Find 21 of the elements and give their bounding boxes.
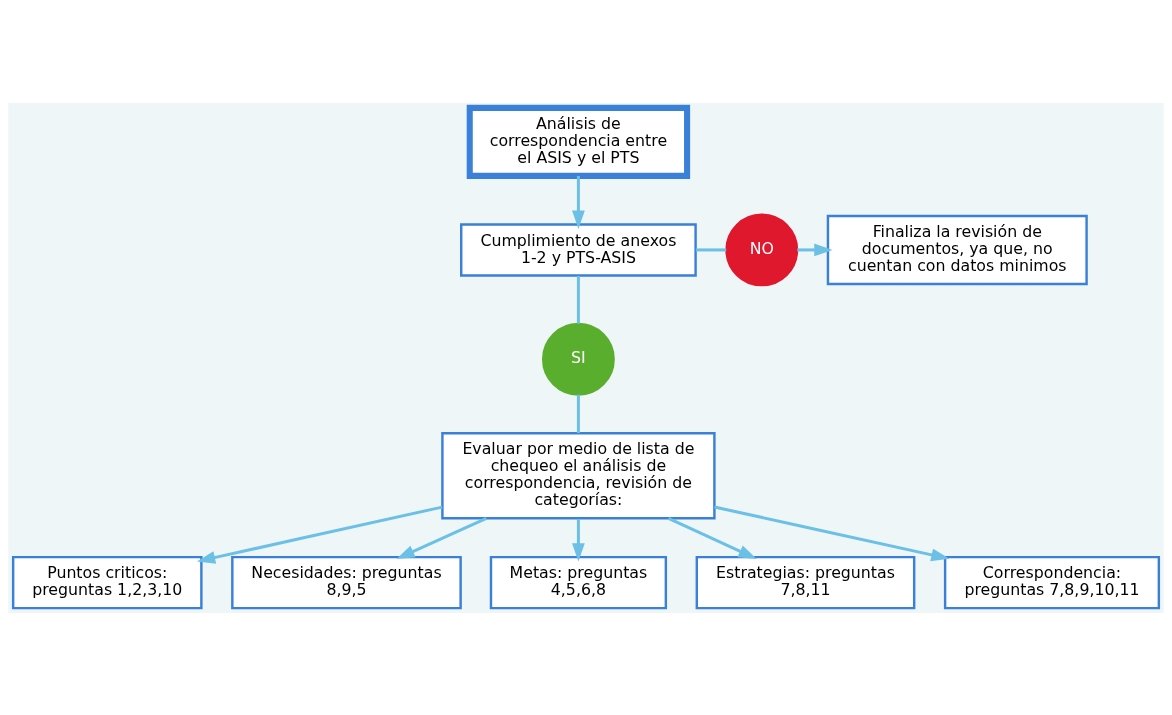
arrow [196,505,443,564]
node-box: Necesidades: preguntas 8,9,5 [231,555,462,609]
arrow [667,516,757,559]
arrow [572,175,585,229]
node-box: Análisis de correspondencia entre el ASIS y el PTS [466,104,691,179]
arrow [797,243,833,256]
node-circle: SI [542,322,615,396]
node-box: Metas: preguntas 4,5,6,8 [489,555,668,609]
node-box: Correspondencia: preguntas 7,8,9,10,11 [943,555,1161,609]
node-box: Finaliza la revisión de documentos, ya que, no cuentan con datos minimos [826,214,1088,285]
arrow [396,516,488,559]
connector [576,275,580,324]
node-box: Evaluar por medio de lista de chequeo el análisis de correspondencia, revisión de categorías: [441,431,716,519]
node-circle: NO [725,213,799,286]
node-box: Puntos criticos: preguntas 1,2,3,10 [11,555,203,609]
arrow [572,518,585,562]
node-box: Cumplimiento de anexos 1-2 y PTS-ASIS [460,222,697,277]
connector [695,247,727,251]
node-box: Estrategias: preguntas 7,8,11 [695,555,916,609]
arrow [714,505,950,561]
connector [576,394,580,433]
